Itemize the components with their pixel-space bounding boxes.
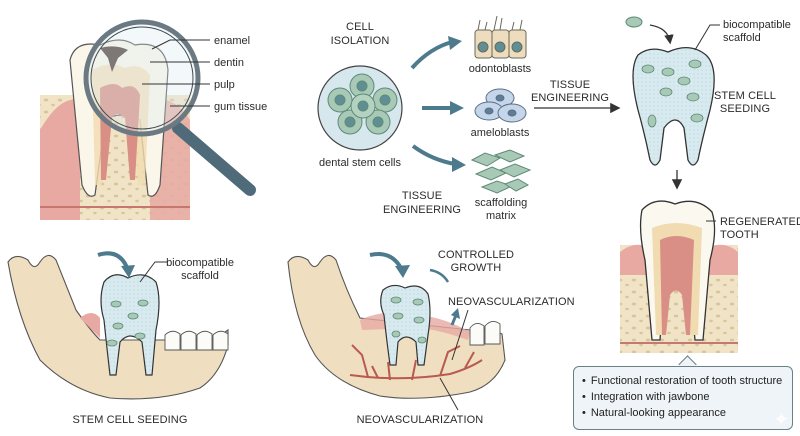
implant-panel: biocompatible scaffold STEM CELL SEEDING bbox=[7, 251, 234, 426]
sparkle-icon: ✦ bbox=[773, 409, 790, 431]
benefits-box: Functional restoration of tooth structur… bbox=[573, 366, 793, 430]
pulp bbox=[100, 84, 140, 180]
seeding-arrow bbox=[649, 24, 674, 45]
label-ameloblasts: ameloblasts bbox=[471, 127, 530, 139]
controlled-growth-label-2: GROWTH bbox=[451, 262, 502, 274]
benefit-item: Integration with jawbone bbox=[582, 389, 784, 405]
stem-cell-seeding-label-2: SEEDING bbox=[720, 103, 770, 115]
arrow-to-odontoblasts bbox=[410, 40, 453, 70]
tissue-engineering-title-1: TISSUE bbox=[402, 190, 442, 202]
anatomy-panel: enamel dentin pulp gum tissue bbox=[40, 19, 267, 220]
regenerated-label-2: TOOTH bbox=[720, 229, 759, 241]
implant-label-biocompatible-2: scaffold bbox=[181, 270, 219, 282]
scaffolding-matrix-icon bbox=[470, 149, 532, 194]
seeded-cells bbox=[641, 59, 704, 128]
stem-cell-cluster bbox=[327, 73, 398, 135]
odontoblasts-icon bbox=[474, 15, 527, 59]
stem-cell-drop bbox=[625, 16, 643, 28]
regenerated-label-1: REGENERATED bbox=[720, 216, 800, 228]
label-enamel: enamel bbox=[214, 35, 250, 47]
controlled-growth-label-1: CONTROLLED bbox=[438, 249, 514, 261]
implant-cells bbox=[106, 299, 149, 347]
caries-lesion bbox=[100, 46, 128, 72]
gum-left bbox=[40, 99, 80, 220]
blood-vessels bbox=[349, 344, 483, 381]
implant-label-biocompatible-1: biocompatible bbox=[166, 257, 234, 269]
regenerated-tooth-panel: REGENERATED TOOTH bbox=[620, 200, 800, 353]
label-biocompatible-2: scaffold bbox=[723, 32, 761, 44]
arrow-to-scaffolding bbox=[411, 144, 456, 166]
label-odontoblasts: odontoblasts bbox=[469, 63, 532, 75]
label-scaffolding: scaffolding bbox=[475, 197, 527, 209]
cell-isolation-panel: CELL ISOLATION dental stem cells odontob… bbox=[317, 15, 532, 222]
tissue-engineering-arrow-label-1: TISSUE bbox=[550, 79, 590, 91]
tissue-engineering-arrow-label-2: ENGINEERING bbox=[531, 92, 609, 104]
cell-isolation-title-2: ISOLATION bbox=[331, 35, 390, 47]
magnifier-lens bbox=[83, 19, 201, 137]
label-biocompatible-1: biocompatible bbox=[723, 19, 791, 31]
label-dental-stem-cells: dental stem cells bbox=[319, 157, 401, 169]
molar-row bbox=[164, 330, 229, 351]
tissue-engineering-title-2: ENGINEERING bbox=[383, 204, 461, 216]
ameloblasts-icon bbox=[474, 88, 527, 123]
label-gum-tissue: gum tissue bbox=[214, 101, 267, 113]
cell-isolation-title-1: CELL bbox=[346, 21, 374, 33]
neovascularization-label-top: NEOVASCULARIZATION bbox=[448, 296, 575, 308]
label-pulp: pulp bbox=[214, 79, 235, 91]
scaffold-tooth bbox=[632, 47, 715, 166]
magnifier-handle bbox=[172, 122, 256, 196]
growth-molars bbox=[469, 321, 501, 346]
benefit-item: Natural-looking appearance bbox=[582, 405, 784, 421]
benefits-list: Functional restoration of tooth structur… bbox=[582, 373, 784, 421]
label-matrix: matrix bbox=[486, 210, 516, 222]
scaffold-seeding-panel: TISSUE ENGINEERING biocompatible scaffol… bbox=[531, 16, 791, 190]
benefit-item: Functional restoration of tooth structur… bbox=[582, 373, 784, 389]
growth-arrow-2 bbox=[429, 268, 450, 283]
neovascularization-label-bottom: NEOVASCULARIZATION bbox=[357, 414, 484, 426]
label-dentin: dentin bbox=[214, 57, 244, 69]
implant-caption: STEM CELL SEEDING bbox=[73, 414, 188, 426]
stem-cell-seeding-label-1: STEM CELL bbox=[714, 90, 776, 102]
growth-panel: CONTROLLED GROWTH NEOVASCULARIZATION NEO… bbox=[287, 249, 575, 426]
